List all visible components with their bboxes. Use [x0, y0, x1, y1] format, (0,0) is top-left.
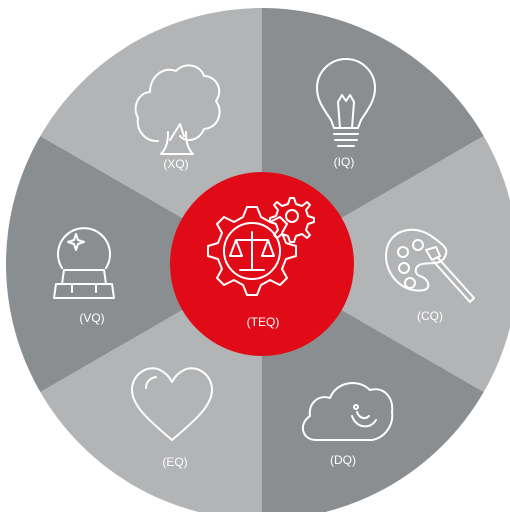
center-label-teq: (TEQ) [246, 315, 280, 329]
crystal-ball-icon [53, 227, 115, 299]
segment-label-xq: (XQ) [163, 157, 189, 171]
paint-palette-icon [385, 228, 475, 303]
segment-label-iq: (IQ) [333, 155, 355, 169]
gear-scales-icon [207, 197, 315, 296]
segment-label-vq: (VQ) [79, 311, 105, 325]
cloud-dream-icon [301, 382, 394, 441]
heart-icon [131, 367, 213, 441]
segment-label-cq: (CQ) [417, 309, 443, 323]
center-circle [170, 172, 354, 356]
segment-label-dq: (DQ) [330, 453, 356, 467]
segment-vq [6, 136, 262, 392]
segment-label-eq: (EQ) [162, 455, 188, 469]
tree-icon [134, 64, 221, 155]
lightbulb-icon [316, 58, 376, 147]
